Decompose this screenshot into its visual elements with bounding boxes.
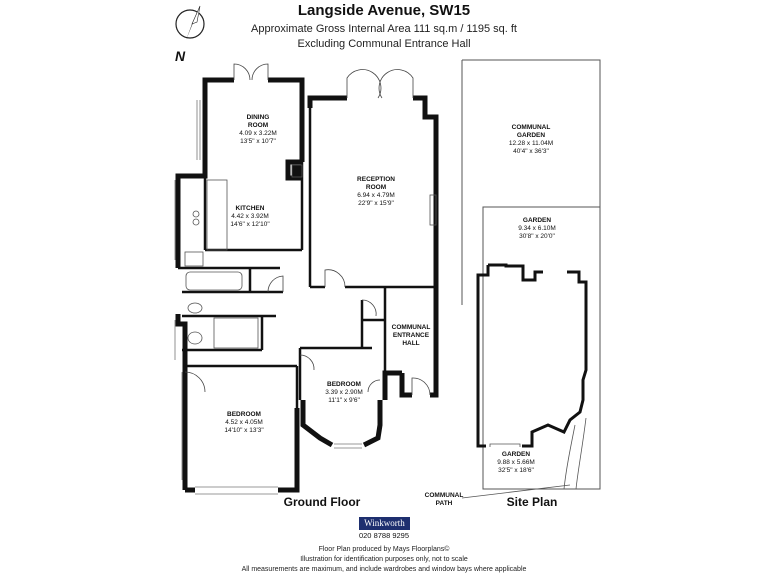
site-communal-garden-imperial: 40'4" x 36'3"	[513, 148, 549, 155]
ground-floor-label: Ground Floor	[283, 495, 361, 509]
compass-north-label: N	[175, 48, 186, 64]
site-garden-top-imperial: 30'8" x 20'0"	[519, 233, 555, 240]
windows	[174, 100, 362, 495]
footer-credit: Floor Plan produced by Mays Floorplans©	[318, 546, 450, 553]
site-communal-path-label: COMMUNAL PATH	[424, 492, 464, 507]
room-bedroom-2-imperial: 11'1" x 9'6"	[328, 397, 360, 404]
site-communal-garden-metric: 12.28 x 11.04M	[508, 140, 554, 147]
footer-measurements-note: All measurements are maximum, and includ…	[241, 566, 527, 573]
external-walls	[175, 77, 439, 493]
doors	[184, 63, 431, 396]
area-subtitle: Approximate Gross Internal Area 111 sq.m…	[251, 23, 517, 35]
agent-phone: 020 8788 9295	[358, 531, 410, 540]
room-reception-imperial: 22'9" x 15'9"	[358, 200, 394, 207]
room-kitchen: KITCHEN 4.42 x 3.92M 14'6" x 12'10"	[230, 205, 269, 229]
site-garden-bottom-imperial: 32'5" x 18'6"	[498, 467, 534, 474]
room-kitchen-name: KITCHEN	[235, 205, 265, 212]
room-bedroom-2-name: BEDROOM	[327, 381, 361, 388]
room-bedroom-2: BEDROOM 3.39 x 2.90M 11'1" x 9'6"	[325, 381, 363, 405]
site-communal-garden: COMMUNAL GARDEN 12.28 x 11.04M 40'4" x 3…	[509, 124, 553, 156]
room-bedroom-1-name: BEDROOM	[227, 411, 261, 418]
communal-path-pointer	[461, 484, 571, 499]
exclusion-note: Excluding Communal Entrance Hall	[297, 38, 471, 50]
room-bedroom-2-metric: 3.39 x 2.90M	[325, 389, 363, 396]
compass-icon	[175, 5, 205, 40]
site-garden-bottom-metric: 9.88 x 5.66M	[497, 459, 535, 466]
room-entrance-hall-name: COMMUNAL ENTRANCE HALL	[391, 324, 431, 347]
site-garden-top-name: GARDEN	[522, 217, 552, 224]
site-garden-bottom-name: GARDEN	[501, 451, 531, 458]
room-dining: DINING ROOM 4.09 x 3.22M 13'5" x 10'7"	[239, 114, 277, 146]
internal-walls	[178, 108, 436, 408]
site-plan-label: Site Plan	[506, 495, 558, 509]
site-garden-top: GARDEN 9.34 x 6.10M 30'8" x 20'0"	[518, 217, 556, 241]
room-reception-metric: 6.94 x 4.79M	[357, 192, 395, 199]
room-bedroom-1-metric: 4.52 x 4.05M	[225, 419, 263, 426]
room-reception: RECEPTION ROOM 6.94 x 4.79M 22'9" x 15'9…	[357, 176, 395, 208]
site-plan-building	[476, 263, 588, 448]
room-reception-name: RECEPTION ROOM	[357, 176, 395, 191]
winkworth-logo: Winkworth	[359, 517, 410, 530]
site-garden-top-metric: 9.34 x 6.10M	[518, 225, 556, 232]
page-title: Langside Avenue, SW15	[297, 2, 471, 19]
room-kitchen-imperial: 14'6" x 12'10"	[230, 221, 270, 228]
communal-path	[489, 417, 587, 490]
site-communal-garden-name: COMMUNAL GARDEN	[511, 124, 551, 139]
room-bedroom-1-imperial: 14'10" x 13'3"	[224, 427, 264, 434]
room-kitchen-metric: 4.42 x 3.92M	[231, 213, 269, 220]
fixtures	[184, 164, 437, 349]
site-plan-outline	[461, 59, 601, 490]
room-dining-metric: 4.09 x 3.22M	[239, 130, 277, 137]
room-dining-imperial: 13'5" x 10'7"	[240, 138, 276, 145]
site-garden-bottom: GARDEN 9.88 x 5.66M 32'5" x 18'6"	[497, 451, 535, 475]
room-bedroom-1: BEDROOM 4.52 x 4.05M 14'10" x 13'3"	[224, 411, 263, 435]
room-dining-name: DINING ROOM	[246, 114, 270, 129]
site-communal-path: COMMUNAL PATH	[425, 492, 464, 508]
footer-disclaimer: Illustration for identification purposes…	[300, 556, 468, 563]
room-entrance-hall: COMMUNAL ENTRANCE HALL	[392, 324, 431, 348]
